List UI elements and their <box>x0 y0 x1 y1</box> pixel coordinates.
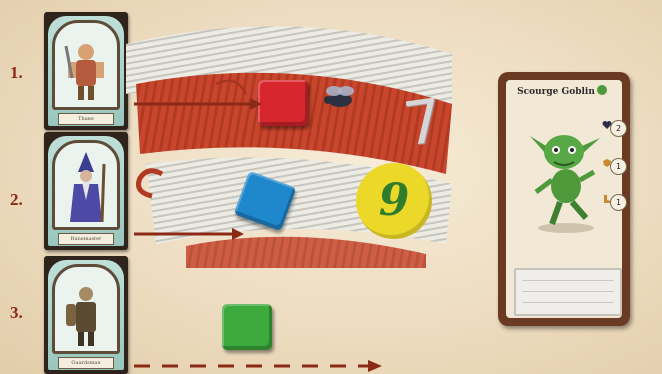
arrow-step-1 <box>134 96 264 112</box>
hero-name-runemaster: Runemaster <box>58 233 114 245</box>
knight-figure-icon <box>52 270 120 352</box>
fly-icon <box>318 82 362 112</box>
hero-name-thane: Thane <box>58 113 114 125</box>
monster-stat-health: 2 <box>610 120 627 137</box>
hero-card-runemaster[interactable]: Runemaster <box>44 132 128 250</box>
step-number-3: 3. <box>10 303 23 323</box>
wizard-figure-icon <box>52 146 120 228</box>
arrow-step-2 <box>134 226 246 242</box>
hero-card-thane[interactable]: Thane <box>44 12 128 130</box>
goblin-illustration <box>516 106 612 236</box>
monster-stat-defense: 1 <box>610 158 627 175</box>
step-number-1: 1. <box>10 63 23 83</box>
monster-emblem-icon <box>596 84 608 96</box>
hero-name-guardsman: Guardsman <box>58 357 114 369</box>
monster-card-scourge-goblin[interactable]: Scourge Goblin 2 1 1 <box>498 72 630 326</box>
number-token: 9 <box>356 163 432 239</box>
monster-stat-speed: 1 <box>610 194 627 211</box>
step-number-2: 2. <box>10 190 23 210</box>
green-player-block[interactable] <box>222 304 272 350</box>
warrior-figure-icon <box>52 26 120 108</box>
arrow-step-3-dashed <box>134 358 384 374</box>
monster-card-title: Scourge Goblin <box>510 84 602 100</box>
monster-ability-box <box>514 268 622 316</box>
hero-card-guardsman[interactable]: Guardsman <box>44 256 128 374</box>
red-player-block[interactable] <box>258 80 308 126</box>
